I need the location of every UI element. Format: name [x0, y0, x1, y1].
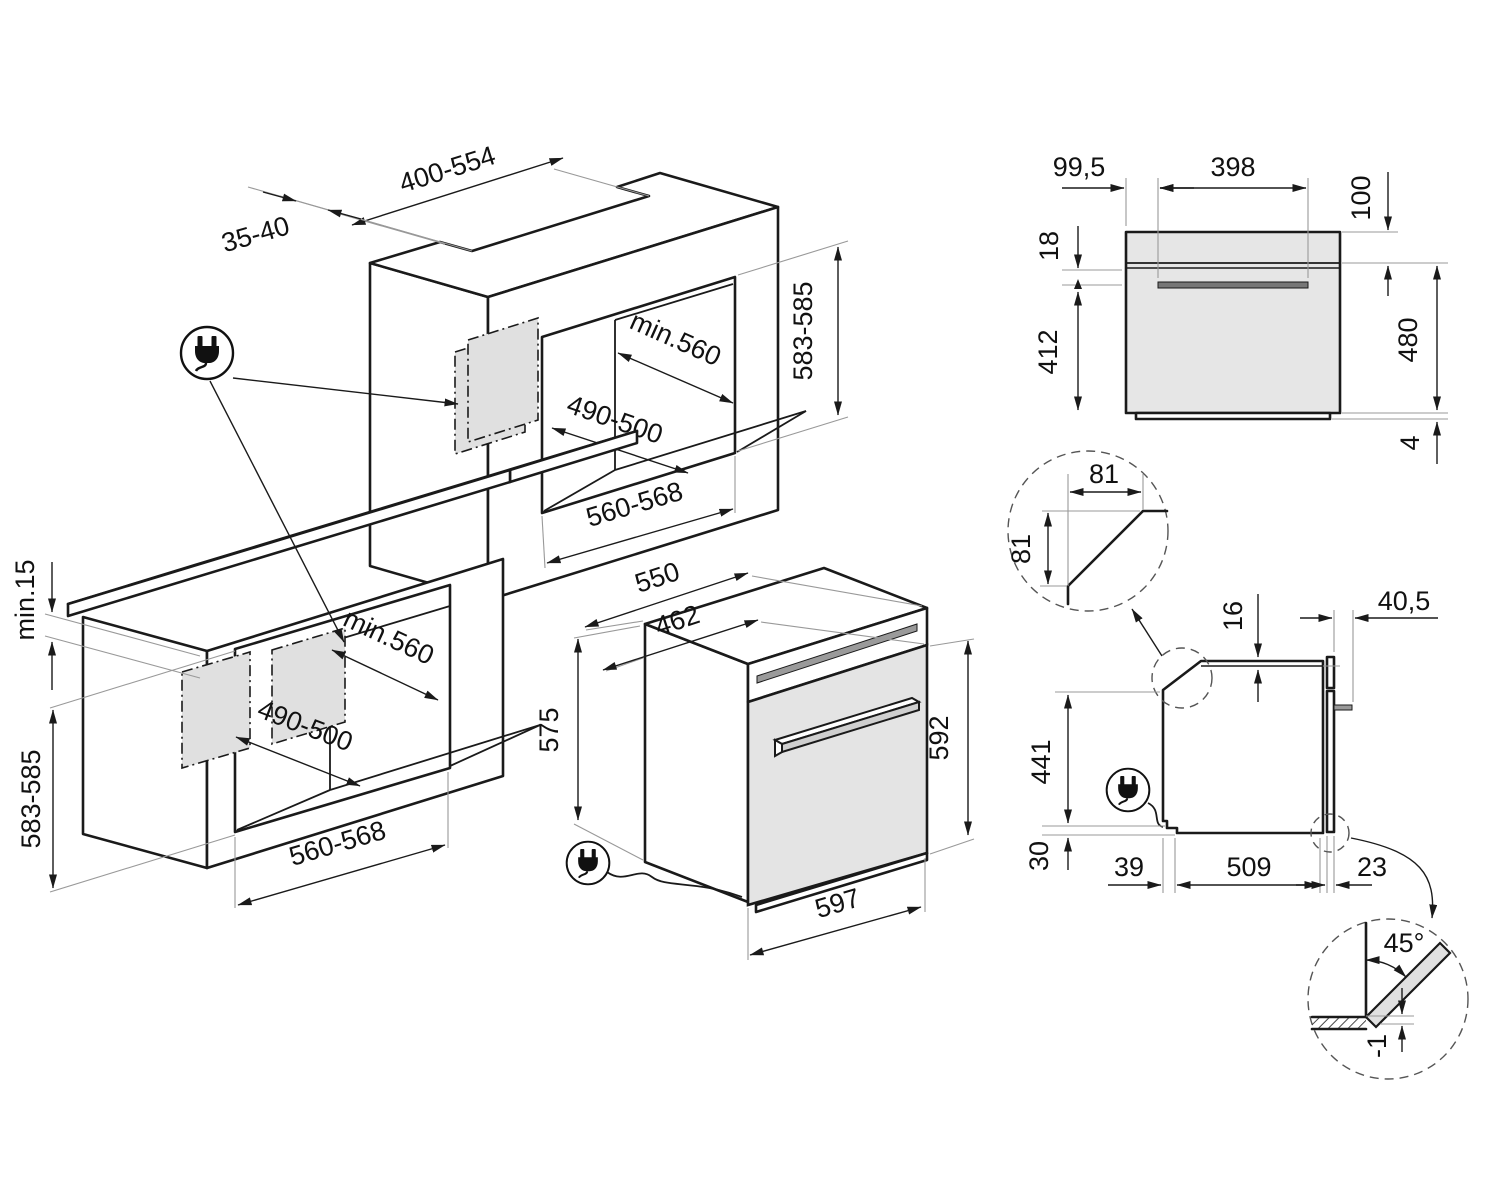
countertop-front-face — [66, 468, 512, 618]
dim-tall-cutout-depth: 35-40 — [218, 210, 293, 258]
rear-mounting-rail — [1157, 281, 1309, 289]
dim-chamfer-height: 81 — [1006, 534, 1036, 564]
tall-connection-panel — [467, 316, 539, 444]
dim-side-body-depth: 509 — [1226, 852, 1271, 882]
dim-rear-top-to-rail: 100 — [1346, 175, 1376, 220]
dim-tall-cutout-width: 400-554 — [396, 140, 500, 198]
dim-side-door-thickness: 23 — [1357, 852, 1387, 882]
oven-view: 550 462 575 592 597 — [534, 556, 975, 960]
rear-view: 99,5 398 100 18 412 480 4 — [1033, 152, 1448, 464]
dim-side-connection-height: 441 — [1026, 739, 1056, 784]
oven-handle — [772, 696, 922, 758]
rear-base-strip — [1134, 411, 1332, 421]
dim-oven-depth-total: 550 — [631, 556, 683, 598]
dim-rear-strip-gap: 18 — [1034, 231, 1064, 261]
power-connection-callout — [179, 325, 459, 643]
detail-circle — [1307, 918, 1469, 1080]
dim-tall-niche-height: 583-585 — [788, 281, 818, 380]
dim-rear-rail-to-bottom: 412 — [1033, 329, 1063, 374]
power-plug-icon — [179, 325, 235, 381]
power-plug-icon — [1105, 767, 1151, 813]
dim-side-top-inset: 16 — [1218, 601, 1248, 631]
oven-fascia-slot — [756, 623, 918, 684]
chamfer-detail-marker — [1151, 647, 1213, 709]
base-cabinet-view: min.15 583-585 min.560 490-500 560-568 — [10, 557, 541, 908]
oven-power-cable — [606, 871, 743, 898]
dim-base-top-clearance: min.15 — [10, 559, 40, 640]
corner-detail-view: 81 81 — [1006, 450, 1169, 612]
dim-chamfer-width: 81 — [1089, 459, 1119, 489]
dim-base-niche-height: 583-585 — [16, 749, 46, 848]
oven-left-face — [643, 622, 750, 904]
dim-oven-height-front: 592 — [924, 715, 954, 760]
dim-rear-rail-width: 398 — [1210, 152, 1255, 182]
dim-oven-height-body: 575 — [534, 707, 564, 752]
power-plug-icon — [565, 840, 611, 886]
dim-door-offset: -1 — [1362, 1034, 1392, 1058]
dim-rear-base-height: 4 — [1395, 435, 1425, 450]
dim-side-bottom-clearance: 30 — [1024, 841, 1054, 871]
door-bottom-detail-marker — [1310, 813, 1350, 853]
dim-rear-offset-left: 99,5 — [1053, 152, 1106, 182]
open-door-45 — [1364, 941, 1452, 1029]
side-bracket-tab — [1333, 704, 1353, 711]
side-body — [1161, 659, 1325, 835]
side-door-edge — [1325, 689, 1336, 834]
detail-circle — [1007, 450, 1169, 612]
countertop — [66, 429, 639, 618]
side-power-cable — [1147, 802, 1164, 828]
dim-door-angle: 45° — [1384, 928, 1425, 958]
door-angle-detail-view: 45° -1 — [1307, 918, 1469, 1080]
base-connection-area-outline — [181, 650, 251, 770]
side-view: 16 40,5 441 30 39 509 23 — [1024, 586, 1438, 919]
base-connection-panel — [271, 626, 346, 746]
floor-hatch — [1312, 1017, 1366, 1029]
dim-side-bracket-offset: 40,5 — [1378, 586, 1431, 616]
dim-side-back-gap: 39 — [1114, 852, 1144, 882]
dim-rear-rail-zone-height: 480 — [1393, 317, 1423, 362]
side-fascia-edge — [1325, 655, 1336, 690]
